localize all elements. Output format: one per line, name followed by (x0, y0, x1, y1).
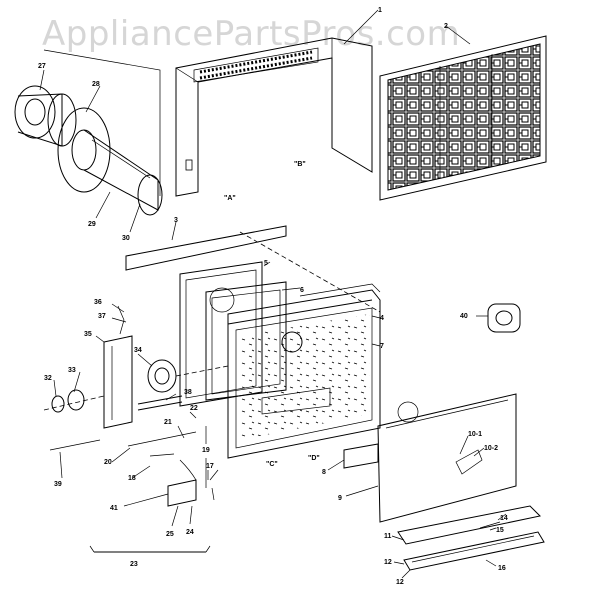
control-knob (487, 303, 521, 333)
callout-34: 34 (134, 347, 142, 354)
callout-21: 21 (164, 419, 172, 426)
callout-5: 5 (264, 260, 268, 267)
tag-d: "D" (308, 455, 320, 462)
callout-18: 18 (128, 475, 136, 482)
valve-thermocouple-assembly (89, 426, 219, 553)
cabinet-front-cover (175, 37, 373, 197)
leader-lines (39, 9, 507, 579)
callout-15: 15 (496, 527, 504, 534)
vent-pipe-assembly (14, 49, 163, 216)
callout-20: 20 (104, 459, 112, 466)
base-rails (397, 505, 545, 571)
callout-23: 23 (130, 561, 138, 568)
callout-labels: 1 2 3 4 5 6 7 8 9 10-1 10-2 11 12 12 14 … (38, 7, 508, 586)
tag-b: "B" (294, 161, 306, 168)
callout-12b: 12 (396, 579, 404, 586)
callout-38: 38 (184, 389, 192, 396)
callout-36: 36 (94, 299, 102, 306)
callout-39: 39 (54, 481, 62, 488)
callout-14: 14 (500, 515, 508, 522)
callout-41: 41 (110, 505, 118, 512)
top-trim-strip (125, 225, 381, 313)
tag-c: "C" (266, 461, 278, 468)
callout-24: 24 (186, 529, 194, 536)
heater-body (227, 283, 381, 459)
lower-front-panel (343, 393, 517, 523)
callout-19: 19 (202, 447, 210, 454)
callout-8: 8 (322, 469, 326, 476)
tag-a: "A" (224, 195, 236, 202)
callout-27: 27 (38, 63, 46, 70)
callout-10-2: 10-2 (484, 445, 498, 452)
callout-6: 6 (300, 287, 304, 294)
callout-37: 37 (98, 313, 106, 320)
callout-2: 2 (444, 23, 448, 30)
callout-35: 35 (84, 331, 92, 338)
callout-32: 32 (44, 375, 52, 382)
callout-11: 11 (384, 533, 392, 540)
blower-motor-assembly (43, 305, 229, 451)
watermark: AppliancePartsPros.com (42, 14, 461, 54)
callout-3: 3 (174, 217, 178, 224)
callout-25: 25 (166, 531, 174, 538)
callout-1: 1 (378, 7, 382, 14)
callout-10-1: 10-1 (468, 431, 482, 438)
callout-28: 28 (92, 81, 100, 88)
callout-9: 9 (338, 495, 342, 502)
callout-33: 33 (68, 367, 76, 374)
callout-17: 17 (206, 463, 214, 470)
callout-30: 30 (122, 235, 130, 242)
callout-12a: 12 (384, 559, 392, 566)
callout-4: 4 (380, 315, 384, 322)
callout-16: 16 (498, 565, 506, 572)
front-grille (379, 35, 547, 201)
callout-7: 7 (380, 343, 384, 350)
letter-tags: "A" "B" "C" "D" (224, 161, 320, 468)
callout-29: 29 (88, 221, 96, 228)
callout-40: 40 (460, 313, 468, 320)
callout-22: 22 (190, 405, 198, 412)
